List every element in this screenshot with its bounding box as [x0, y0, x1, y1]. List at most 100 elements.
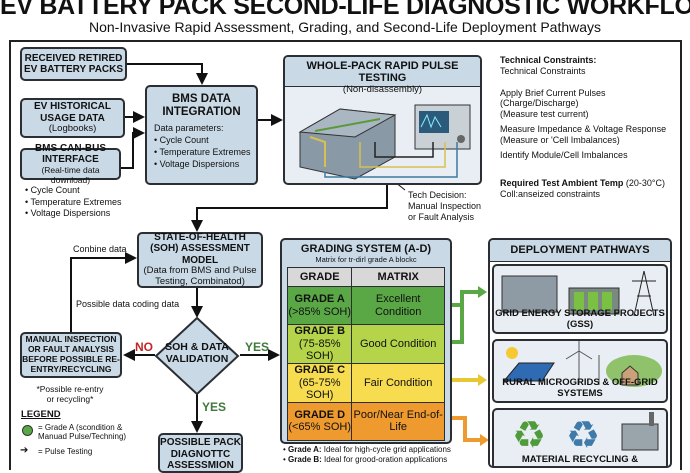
- possible-title: POSSIBLE PACK DIAGNOTTC ASSESSMION: [160, 437, 241, 471]
- manual-note: *Possible re-entry or recycling*: [36, 384, 104, 405]
- grade-notes: • Grade A: Ideal for high-cycle grid app…: [283, 445, 451, 464]
- note-bold: Grade B:: [288, 454, 322, 464]
- constraint-item-sub: (Measure test current): [500, 109, 589, 120]
- received-packs-box: RECEIVED RETIRED EV BATTERY PACKS: [20, 47, 127, 81]
- grade-range: (65-75% SOH): [298, 376, 341, 402]
- grade-name: GRADE B: [294, 325, 346, 337]
- manual-title: MANUAL INSPECTION OR FAULT ANALYSIS BEFO…: [22, 334, 120, 374]
- connector-lines: [70, 63, 489, 446]
- bms-integration-box: BMS DATA INTEGRATION Data parameters: Cy…: [145, 85, 258, 185]
- grade-range: (75-85% SOH): [298, 337, 341, 363]
- canbus-sub: (Real-time data download): [41, 164, 100, 185]
- bms-params-label: Data parameters:: [154, 123, 224, 134]
- page-title: EV BATTERY PACK SECOND-LIFE DIAGNOSTIC W…: [0, 0, 690, 20]
- grading-sub: Matrix for tr-dirl grade A blockc: [315, 255, 417, 264]
- historical-sub: (Logbooks): [48, 123, 97, 135]
- canbus-box: BMS CAN-BUS INTERFACE (Real-time data do…: [20, 143, 121, 184]
- grade-range: (>85% SOH): [288, 305, 352, 318]
- combine-data-label: Conbine data: [73, 244, 127, 254]
- pathway-recycling: ♻♻ MATERIAL RECYCLING &: [492, 408, 668, 466]
- grade-range: (<65% SOH): [288, 421, 352, 434]
- pulse-title: WHOLE-PACK RAPID PULSE TESTING: [306, 60, 459, 84]
- pathway-microgrids: RURAL MICROGRIDS & OFF-GRID SYSTEMS: [492, 339, 668, 403]
- grading-system-box: GRADING SYSTEM (A-D) Matrix for tr-dirl …: [280, 238, 452, 444]
- diagram-frame: [9, 40, 682, 470]
- battery-pack-tester-illustration: [298, 104, 471, 180]
- grade-matrix: Good Condition: [351, 324, 445, 364]
- svg-text:♻: ♻: [512, 415, 546, 454]
- recycling-icon: ♻♻: [512, 412, 659, 457]
- historical-data-box: EV HISTORICAL USAGE DATA (Logbooks): [20, 98, 125, 138]
- constraints-heading: Technical Constraints:: [500, 55, 597, 65]
- grade-name: GRADE C: [294, 363, 346, 376]
- deployment-title: DEPLOYMENT PATHWAYS: [490, 240, 670, 262]
- bullet: Voltage Dispersions: [154, 159, 256, 171]
- canbus-title: BMS CAN-BUS INTERFACE: [34, 142, 107, 166]
- bullet: Temperature Extremes: [25, 197, 122, 209]
- grade-name: GRADE A: [294, 292, 345, 305]
- column-header: GRADE: [286, 267, 353, 287]
- grade-row: GRADE B(75-85% SOH) Good Condition: [286, 324, 445, 364]
- historical-title: EV HISTORICAL USAGE DATA: [33, 101, 112, 124]
- yes-right-label: YES: [245, 340, 270, 354]
- grid-storage-icon: [501, 270, 656, 317]
- constraint-item: Apply Brief Current Pulses (Charge/Disch…: [500, 87, 606, 109]
- technical-constraints: Technical Constraints: Technical Constra…: [500, 55, 685, 200]
- grade-row: GRADE C(65-75% SOH) Fair Condition: [286, 362, 445, 403]
- coding-data-label: Possible data coding data: [76, 299, 180, 309]
- temp-sub: Coll:anseized constraints: [500, 189, 601, 200]
- temp-value: (20-30°C): [625, 178, 665, 189]
- grade-matrix: Poor/Near End-of-Life: [351, 401, 445, 441]
- grade-matrix: Excellent Condition: [351, 286, 445, 325]
- tech-decision-label: Tech Decision: Manual Inspection or Faul…: [408, 190, 482, 222]
- pathway-grid-storage: GRID ENERGY STORAGE PROJECTS (GSS): [492, 264, 668, 334]
- bullet: Temperature Extremes: [154, 147, 256, 159]
- soh-title: STATE-OF-HEALTH (SOH) ASSESSMENT MODEL: [150, 231, 250, 266]
- grade-matrix: Fair Condition: [351, 362, 445, 403]
- grade-row: GRADE A(>85% SOH)Excellent Condition: [286, 286, 445, 325]
- page-subtitle: Non-Invasive Rapid Assessment, Grading, …: [88, 19, 602, 35]
- received-label: RECEIVED RETIRED EV BATTERY PACKS: [23, 52, 124, 76]
- validation-diamond: [154, 316, 240, 396]
- pulse-sub: (Non-disassembly): [342, 84, 423, 95]
- note-text: Ideal for high-cycle grid applications: [321, 445, 451, 454]
- grading-title: GRADING SYSTEM (A-D): [300, 243, 432, 255]
- oscilloscope-icon: [414, 104, 471, 150]
- manual-inspection-box: MANUAL INSPECTION OR FAULT ANALYSIS BEFO…: [20, 332, 122, 378]
- microgrid-icon: [502, 341, 662, 387]
- legend-title: LEGEND: [21, 409, 61, 420]
- legend-item: = Pulse Testing: [38, 447, 93, 456]
- soh-model-box: STATE-OF-HEALTH (SOH) ASSESSMENT MODEL (…: [137, 232, 263, 288]
- deployment-pathways-box: DEPLOYMENT PATHWAYS GRID ENERGY STORAGE …: [488, 238, 672, 468]
- bms-title: BMS DATA INTEGRATION: [162, 93, 241, 119]
- temp-label: Required Test Ambient Temp: [500, 178, 624, 189]
- constraints-heading-sub: Technical Constraints: [500, 65, 586, 76]
- constraint-item-sub: (Measure or 'Cell Imbalances): [500, 134, 620, 145]
- possible-pack-box: POSSIBLE PACK DIAGNOTTC ASSESSMION: [158, 433, 243, 473]
- svg-text:♻: ♻: [566, 415, 600, 454]
- note-bold: Grade A:: [288, 445, 322, 454]
- legend-item: = Grade A (scondition & Manuad Pulse/Tec…: [38, 423, 127, 442]
- green-circle-icon: [22, 425, 33, 436]
- grade-name: GRADE D: [294, 408, 346, 421]
- pulse-testing-box: WHOLE-PACK RAPID PULSE TESTING (Non-disa…: [283, 55, 482, 185]
- bullet: Voltage Dispersions: [25, 208, 122, 220]
- soh-sub: (Data from BMS and Pulse Testing, Combin…: [143, 265, 257, 288]
- yes-down-label: YES: [202, 400, 227, 414]
- grade-row: GRADE D(<65% SOH)Poor/Near End-of-Life: [286, 401, 445, 441]
- note-text: Ideal for grood-oration applications: [321, 454, 448, 464]
- constraint-item: Measure Impedance & Voltage Response: [500, 123, 667, 134]
- constraint-item: Identify Module/Cell Imbalances: [500, 149, 628, 160]
- pathway-label: GRID ENERGY STORAGE PROJECTS (GSS): [495, 308, 665, 330]
- bullet: Cycle Count: [154, 135, 256, 147]
- canbus-bullets: Cycle Count Temperature Extremes Voltage…: [25, 185, 122, 220]
- validation-label: SOH & DATA VALIDATION: [165, 341, 229, 365]
- column-header: MATRIX: [351, 267, 445, 287]
- arrow-icon: ➔: [20, 445, 29, 456]
- bullet: Cycle Count: [25, 185, 122, 197]
- battery-pack-icon: [298, 108, 397, 180]
- grade-a-arrow: [446, 290, 478, 307]
- no-label: NO: [135, 340, 153, 354]
- pathway-label: RURAL MICROGRIDS & OFF-GRID SYSTEMS: [502, 377, 658, 399]
